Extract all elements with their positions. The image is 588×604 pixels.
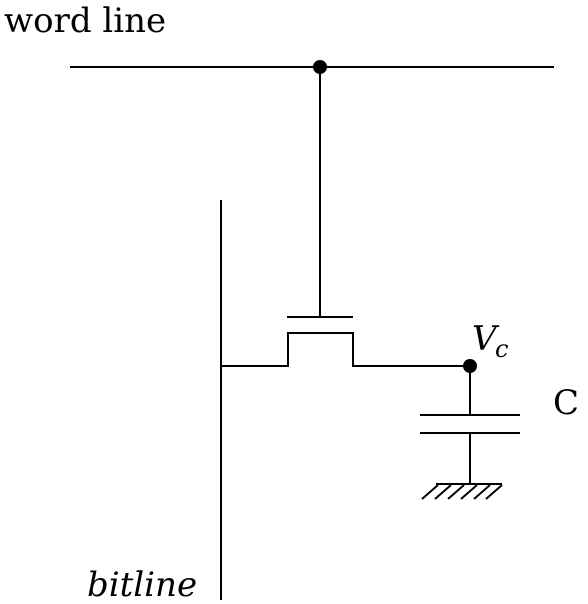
bitline-label: bitline [87,565,197,604]
node-voltage-label: V [472,319,500,359]
transistor-channel [221,332,470,367]
capacitor-label: C [553,383,579,423]
word-line-label: word line [4,1,166,41]
node-voltage-subscript: c [495,335,508,363]
ground-icon [421,483,503,500]
